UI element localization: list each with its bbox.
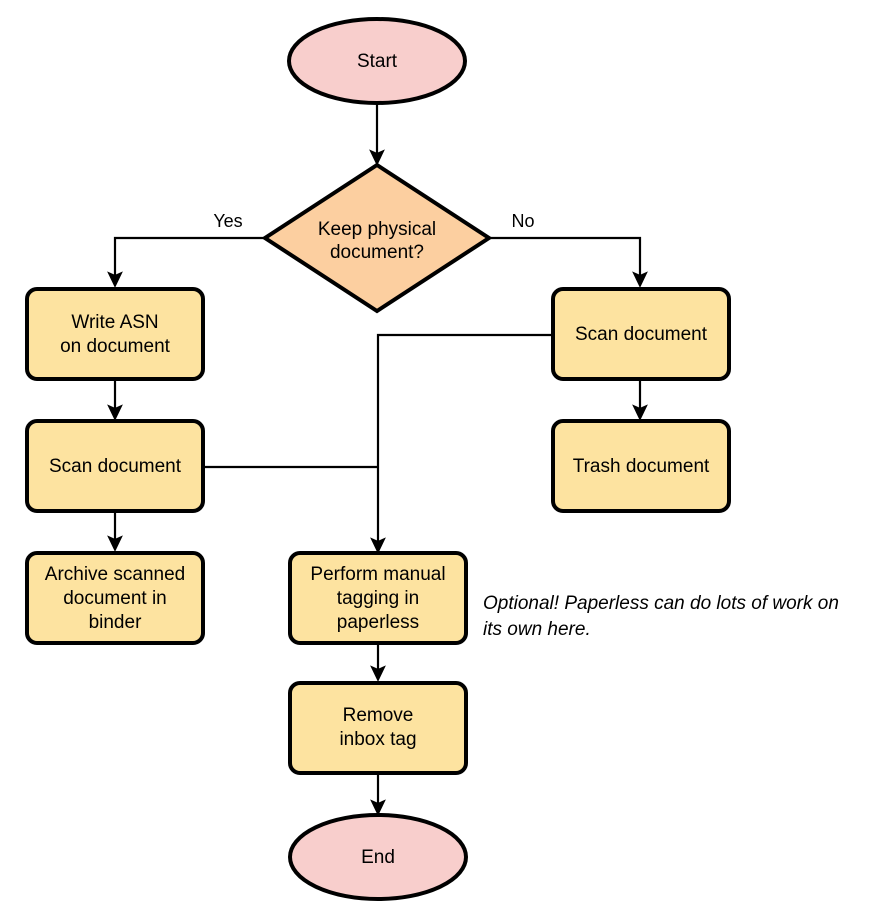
annotation-line1: Optional! Paperless can do lots of work …	[483, 593, 839, 614]
tagging-label-line2: tagging in	[337, 588, 419, 609]
write-asn-label-line2: on document	[60, 336, 171, 357]
tagging-label-line1: Perform manual	[310, 564, 445, 585]
start-label: Start	[357, 51, 398, 72]
decision-label-line1: Keep physical	[318, 219, 436, 240]
end-ellipse-shape	[288, 813, 468, 901]
scan-document-right-label: Scan document	[575, 324, 708, 345]
decision-diamond-shape	[261, 162, 493, 314]
node-end[interactable]: End	[288, 813, 468, 901]
connector-layer	[107, 103, 648, 816]
remove-inbox-label-line1: Remove	[343, 705, 414, 726]
tagging-label-line3: paperless	[337, 612, 419, 633]
node-scan-document-left[interactable]: Scan document	[25, 419, 205, 513]
archive-label-line3: binder	[89, 612, 142, 633]
scan-document-left-label: Scan document	[49, 456, 182, 477]
remove-inbox-label-line2: inbox tag	[339, 729, 416, 750]
archive-rect-shape	[25, 551, 205, 645]
node-perform-manual-tagging[interactable]: Perform manual tagging in paperless	[288, 551, 468, 645]
trash-document-label: Trash document	[573, 456, 710, 477]
archive-label-line2: document in	[63, 588, 167, 609]
trash-document-rect-shape	[551, 419, 731, 513]
node-write-asn-on-document[interactable]: Write ASN on document	[25, 287, 205, 381]
node-scan-document-right[interactable]: Scan document	[551, 287, 731, 381]
write-asn-rect-shape	[25, 287, 205, 381]
archive-label-line1: Archive scanned	[45, 564, 185, 585]
edge-decision-yes-to-write-asn	[107, 236, 265, 288]
node-decision-keep-physical-document[interactable]: Keep physical document?	[261, 162, 493, 314]
edge-label-no: No	[511, 211, 534, 231]
start-ellipse-shape	[287, 17, 467, 105]
edge-label-yes: Yes	[213, 211, 242, 231]
node-archive-scanned-document[interactable]: Archive scanned document in binder	[25, 551, 205, 645]
edge-decision-no-to-scan-right	[489, 236, 648, 288]
annotation-optional-note: Optional! Paperless can do lots of work …	[483, 593, 839, 640]
write-asn-label-line1: Write ASN	[71, 312, 158, 333]
edge-scan-right-to-tagging	[370, 333, 553, 554]
scan-document-left-rect-shape	[25, 419, 205, 513]
node-start[interactable]: Start	[287, 17, 467, 105]
scan-document-right-rect-shape	[551, 287, 731, 381]
node-remove-inbox-tag[interactable]: Remove inbox tag	[288, 681, 468, 775]
remove-inbox-rect-shape	[288, 681, 468, 775]
annotation-line2: its own here.	[483, 619, 591, 640]
decision-label-line2: document?	[330, 242, 424, 263]
node-trash-document[interactable]: Trash document	[551, 419, 731, 513]
tagging-rect-shape	[288, 551, 468, 645]
end-label: End	[361, 847, 395, 868]
